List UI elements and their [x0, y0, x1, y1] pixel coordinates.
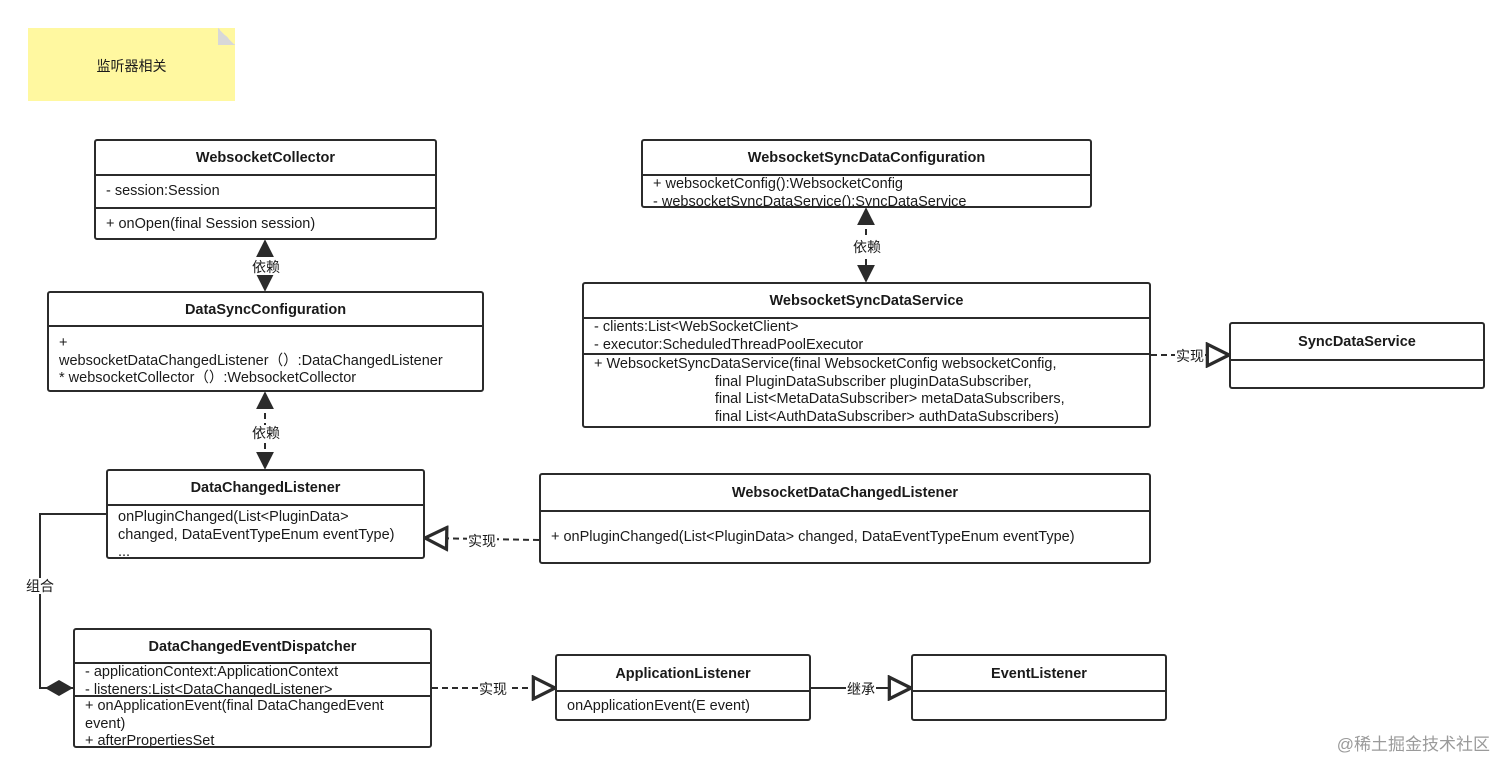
class-application-listener[interactable]: ApplicationListener onApplicationEvent(E…	[555, 654, 811, 721]
attribute: - clients:List<WebSocketClient>	[594, 319, 799, 335]
label-wsdcl-implements: 实现	[467, 533, 497, 549]
class-name: ApplicationListener	[557, 656, 809, 692]
method: * websocketCollector（）:WebsocketCollecto…	[59, 370, 357, 386]
label-config-listener: 依赖	[251, 425, 281, 441]
attribute: - executor:ScheduledThreadPoolExecutor	[594, 336, 864, 353]
method: +	[59, 335, 68, 351]
class-websocket-sync-data-configuration[interactable]: WebsocketSyncDataConfiguration + websock…	[641, 139, 1092, 208]
label-syncconfig-service: 依赖	[852, 239, 882, 255]
class-name: SyncDataService	[1231, 324, 1483, 361]
method: + websocketConfig():WebsocketConfig	[653, 176, 903, 192]
class-sync-data-service[interactable]: SyncDataService	[1229, 322, 1485, 389]
edge-wsdcl-implements	[425, 538, 540, 540]
class-data-changed-listener[interactable]: DataChangedListener onPluginChanged(List…	[106, 469, 425, 559]
class-name: DataChangedListener	[108, 471, 423, 506]
attributes-section: - clients:List<WebSocketClient> - execut…	[584, 319, 1149, 355]
label-composition: 组合	[25, 578, 55, 594]
methods-section: + onPluginChanged(List<PluginData> chang…	[541, 512, 1149, 562]
label-service-implements: 实现	[1175, 348, 1205, 364]
sticky-note: 监听器相关	[28, 28, 235, 101]
methods-section: + onApplicationEvent(final DataChangedEv…	[75, 697, 430, 746]
method: changed, DataEventTypeEnum eventType)	[118, 526, 395, 543]
class-name: WebsocketSyncDataService	[584, 284, 1149, 319]
note-fold-icon	[218, 28, 235, 45]
class-data-sync-configuration[interactable]: DataSyncConfiguration + websocketDataCha…	[47, 291, 484, 392]
methods-section: onApplicationEvent(E event)	[557, 692, 809, 719]
attributes-section: - applicationContext:ApplicationContext …	[75, 664, 430, 697]
class-event-listener[interactable]: EventListener	[911, 654, 1167, 721]
method: + onOpen(final Session session)	[106, 216, 316, 232]
class-websocket-data-changed-listener[interactable]: WebsocketDataChangedListener + onPluginC…	[539, 473, 1151, 564]
attributes-section: - session:Session	[96, 176, 435, 209]
method: websocketDataChangedListener（）:DataChang…	[59, 352, 443, 369]
label-applistener-extends: 继承	[846, 681, 876, 697]
label-collector-config: 依赖	[251, 259, 281, 275]
method: ...	[118, 544, 131, 557]
methods-section: + websocketDataChangedListener（）:DataCha…	[49, 327, 482, 390]
class-data-changed-event-dispatcher[interactable]: DataChangedEventDispatcher - application…	[73, 628, 432, 748]
class-name: DataSyncConfiguration	[49, 293, 482, 327]
attribute: - listeners:List<DataChangedListener>	[85, 681, 333, 697]
class-websocket-collector[interactable]: WebsocketCollector - session:Session + o…	[94, 139, 437, 240]
empty-section	[1231, 361, 1483, 387]
method: onPluginChanged(List<PluginData>	[118, 509, 349, 525]
method: + afterPropertiesSet	[85, 733, 215, 746]
methods-section: onPluginChanged(List<PluginData> changed…	[108, 506, 423, 557]
method: + onApplicationEvent(final DataChangedEv…	[85, 698, 384, 714]
attribute: - applicationContext:ApplicationContext	[85, 664, 339, 680]
method: - websocketSyncDataService():SyncDataSer…	[653, 193, 967, 207]
methods-section: + WebsocketSyncDataService(final Websock…	[584, 355, 1149, 426]
edge-composition	[39, 513, 106, 696]
method: final List<AuthDataSubscriber> authDataS…	[594, 408, 1060, 425]
class-name: DataChangedEventDispatcher	[75, 630, 430, 664]
methods-section: + websocketConfig():WebsocketConfig - we…	[643, 176, 1090, 206]
method: event)	[85, 715, 126, 732]
note-text: 监听器相关	[96, 58, 167, 74]
watermark: @稀土掘金技术社区	[1336, 735, 1490, 754]
label-dispatcher-implements: 实现	[478, 681, 508, 697]
methods-section: + onOpen(final Session session)	[96, 209, 435, 238]
method: onApplicationEvent(E event)	[567, 698, 750, 714]
class-name: EventListener	[913, 656, 1165, 692]
method: final PluginDataSubscriber pluginDataSub…	[594, 373, 1032, 390]
class-name: WebsocketSyncDataConfiguration	[643, 141, 1090, 176]
empty-section	[913, 692, 1165, 719]
class-name: WebsocketCollector	[96, 141, 435, 176]
class-websocket-sync-data-service[interactable]: WebsocketSyncDataService - clients:List<…	[582, 282, 1151, 428]
method: + WebsocketSyncDataService(final Websock…	[594, 356, 1057, 372]
method: final List<MetaDataSubscriber> metaDataS…	[594, 391, 1065, 407]
class-name: WebsocketDataChangedListener	[541, 475, 1149, 512]
method: + onPluginChanged(List<PluginData> chang…	[551, 529, 1075, 545]
attribute: - session:Session	[106, 183, 220, 199]
